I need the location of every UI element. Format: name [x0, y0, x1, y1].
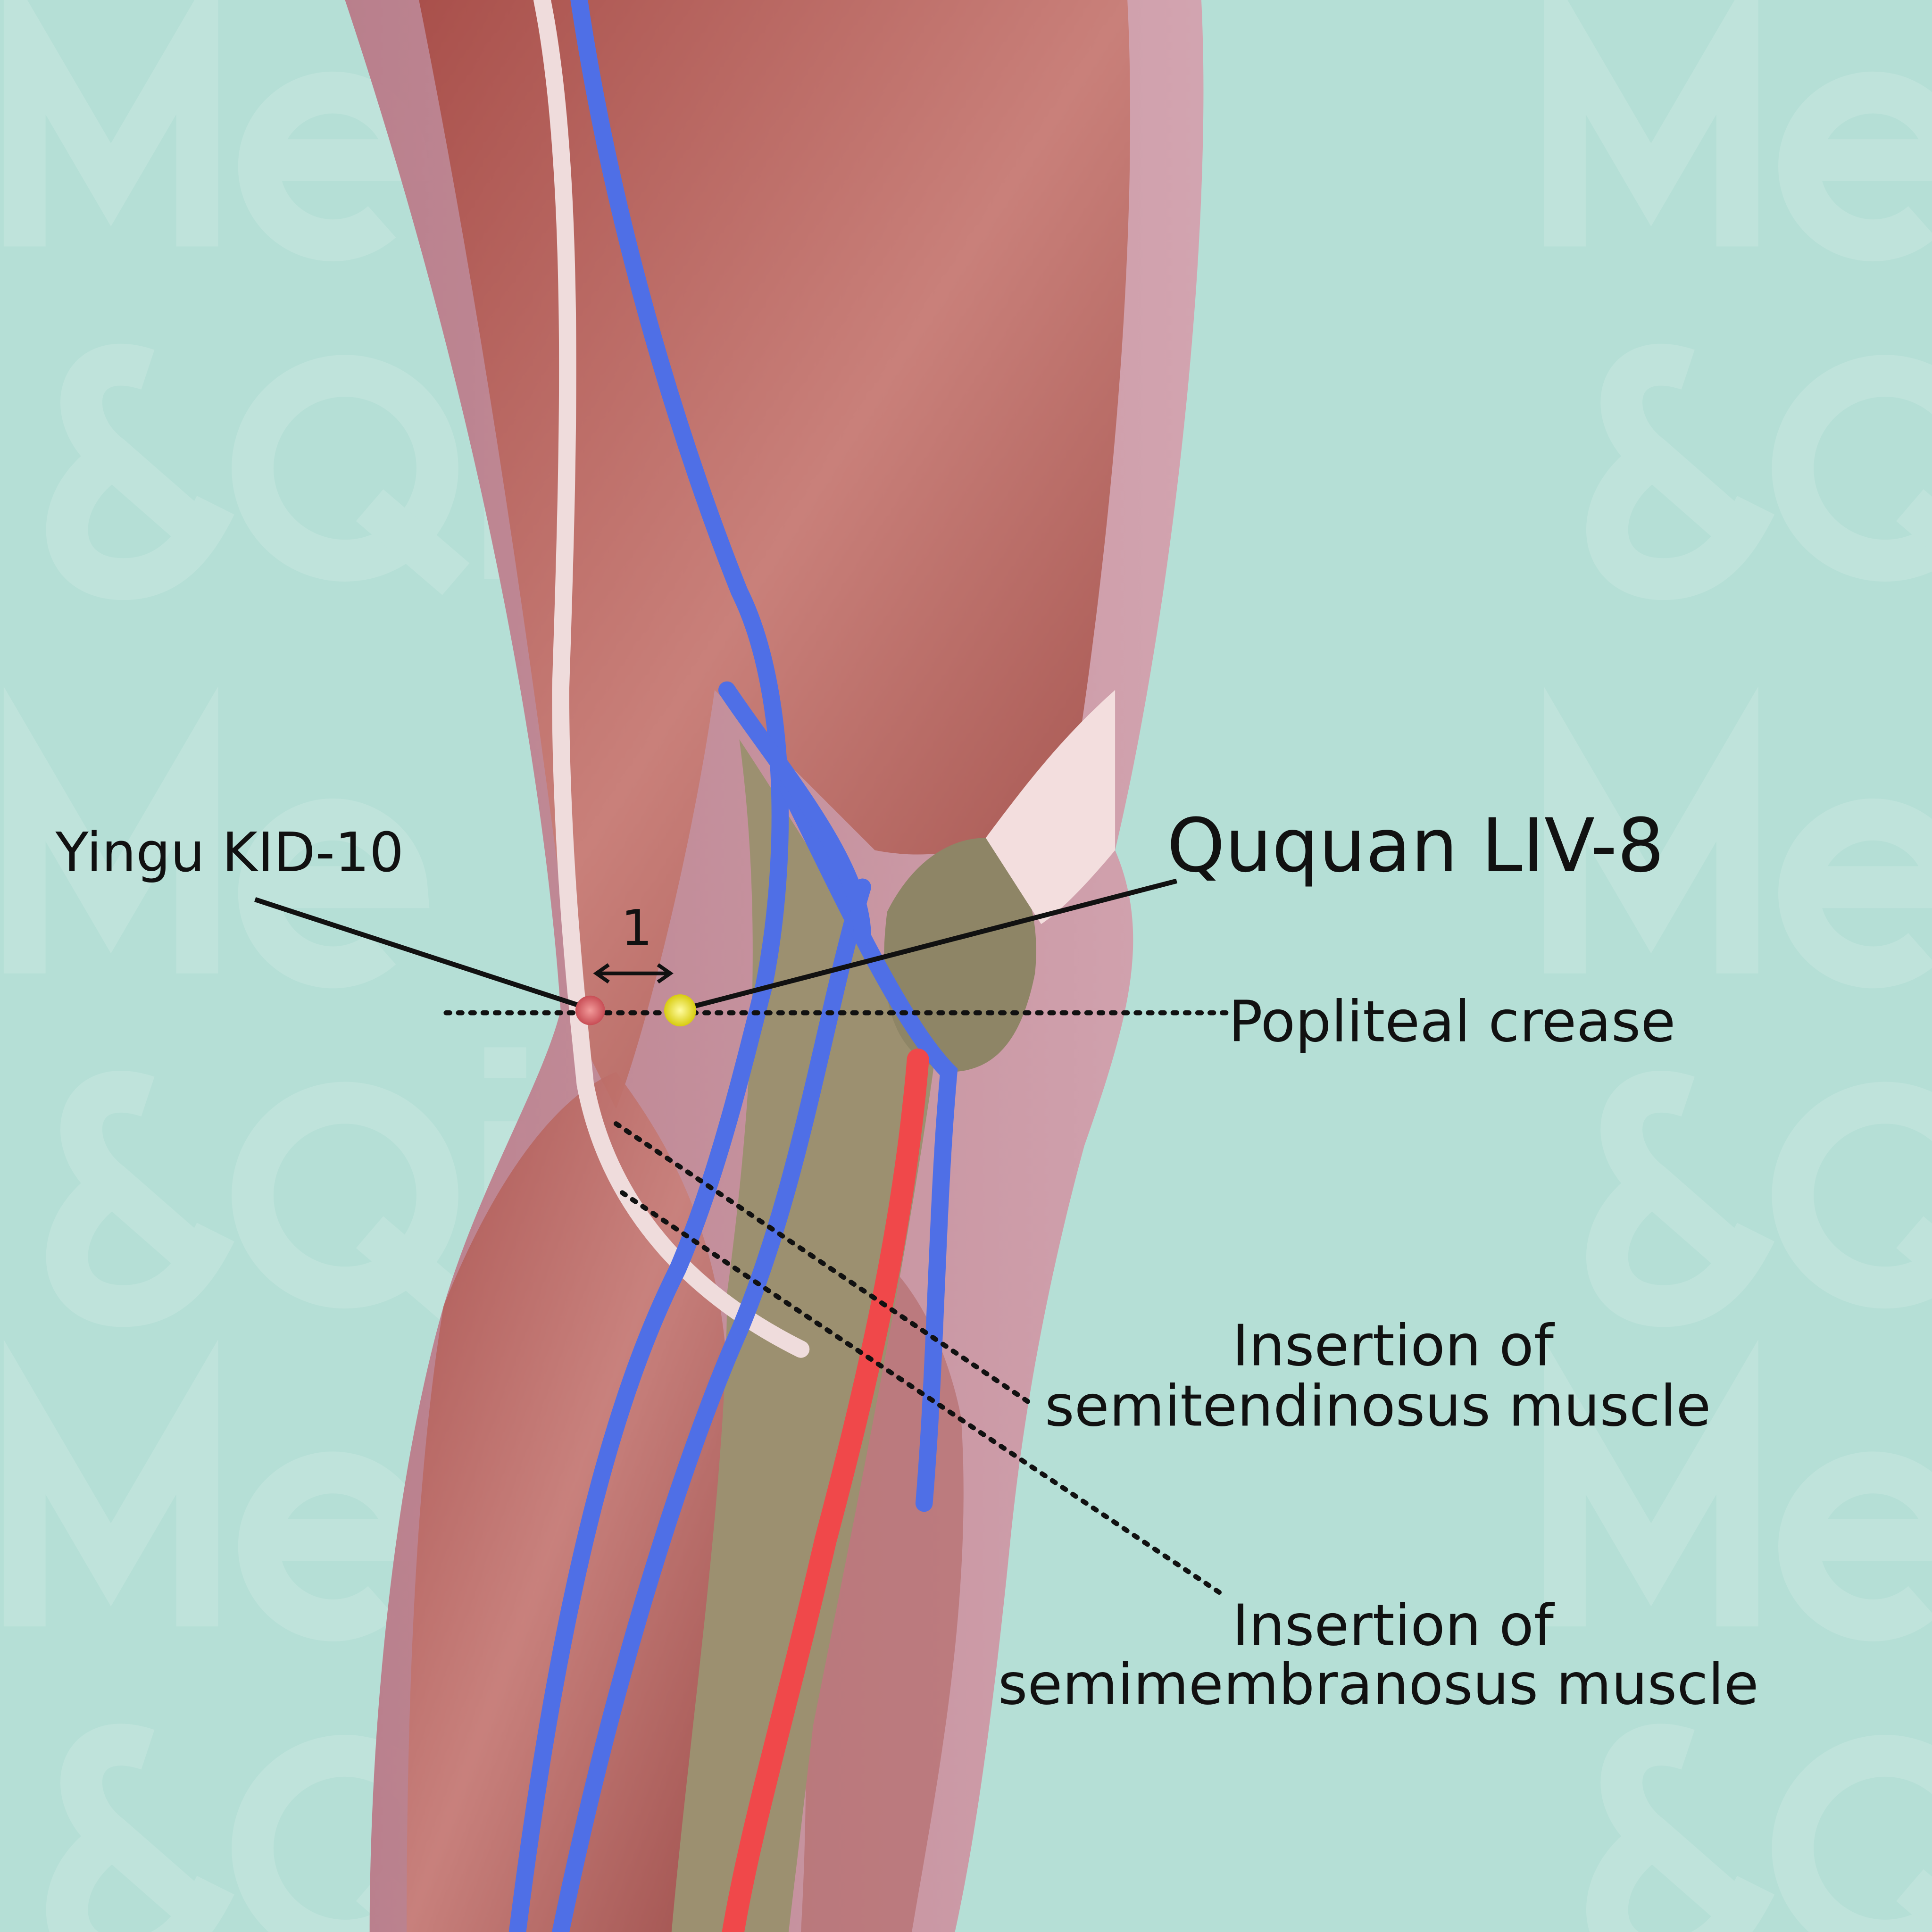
yingu-label: Yingu KID-10: [55, 821, 404, 884]
semimembranosus-label-line1: Insertion of: [1232, 1592, 1555, 1658]
semitendinosus-label-line2: semitendinosus muscle: [1045, 1373, 1711, 1439]
semimembranosus-line: [619, 1190, 1229, 1599]
popliteal-artery: [722, 1049, 929, 1932]
gracilis-tendon: [533, 0, 810, 1358]
semitendinosus-label-line1: Insertion of: [1232, 1313, 1555, 1379]
ququan-liv8-point[interactable]: [664, 994, 696, 1026]
veins: [508, 0, 958, 1932]
annotations: [254, 878, 1229, 1599]
semitendinosus-line: [613, 1121, 1032, 1405]
ququan-leader-line: [687, 878, 1178, 1010]
yingu-leader-line: [254, 897, 580, 1008]
yingu-kid10-point[interactable]: [575, 995, 605, 1025]
thigh-muscles: [419, 0, 1131, 1109]
tibia-bone: [671, 739, 937, 1932]
ququan-label: Ququan LIV-8: [1167, 803, 1664, 889]
distance-label: 1: [621, 899, 652, 957]
semimembranosus-label-line2: semimembranosus muscle: [998, 1652, 1759, 1718]
tendon: [985, 690, 1116, 924]
calf-muscles: [407, 1072, 729, 1932]
popliteal-crease-label: Popliteal crease: [1228, 989, 1675, 1055]
